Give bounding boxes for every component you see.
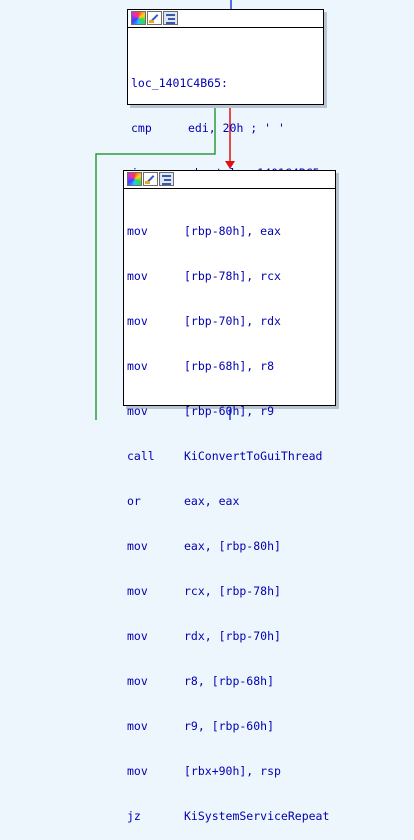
mnemonic: jz xyxy=(127,809,141,823)
operands: KiConvertToGuiThread xyxy=(184,449,323,463)
operands: [rbp-70h], rdx xyxy=(184,314,281,328)
operands: KiSystemServiceRepeat xyxy=(184,809,330,823)
instruction-line[interactable]: mov [rbx+90h], rsp xyxy=(127,764,335,779)
operands: rdx, [rbp-70h] xyxy=(184,629,281,643)
graph-overview-icon[interactable] xyxy=(163,11,178,25)
rename-icon[interactable] xyxy=(143,172,158,186)
operands: [rbp-60h], r9 xyxy=(184,404,275,418)
basic-block-service-call[interactable]: mov [rbp-80h], eax mov [rbp-78h], rcx mov [… xyxy=(123,170,336,823)
instruction-line[interactable]: mov rcx, [rbp-78h] xyxy=(127,584,335,599)
operands: [rbp-78h], rcx xyxy=(184,269,281,283)
operands: r8, [rbp-68h] xyxy=(184,674,275,688)
instruction-line[interactable]: mov r9, [rbp-60h] xyxy=(127,719,335,734)
mnemonic: mov xyxy=(127,539,148,553)
operands: [rbp-68h], r8 xyxy=(184,359,275,373)
mnemonic: mov xyxy=(127,674,148,688)
block-label[interactable]: loc_1401C4B65: xyxy=(131,76,228,90)
instruction-line[interactable]: cmp edi, 20h ; ' ' xyxy=(131,121,323,136)
operands: eax, [rbp-80h] xyxy=(184,539,281,553)
instruction-line[interactable]: call KiConvertToGuiThread xyxy=(127,449,335,464)
mnemonic: mov xyxy=(127,629,148,643)
operands: r9, [rbp-60h] xyxy=(184,719,275,733)
block-header xyxy=(124,171,335,189)
mnemonic: mov xyxy=(127,719,148,733)
mnemonic: call xyxy=(127,449,155,463)
operands: eax, eax xyxy=(184,494,240,508)
instruction-line[interactable]: mov [rbp-78h], rcx xyxy=(127,269,335,284)
mnemonic: mov xyxy=(127,269,148,283)
operands: rcx, [rbp-78h] xyxy=(184,584,281,598)
instruction-line[interactable]: mov eax, [rbp-80h] xyxy=(127,539,335,554)
mnemonic: cmp xyxy=(131,121,152,135)
mnemonic: mov xyxy=(127,764,148,778)
mnemonic: mov xyxy=(127,314,148,328)
instruction-line[interactable]: mov [rbp-60h], r9 xyxy=(127,404,335,419)
operands: [rbx+90h], rsp xyxy=(184,764,281,778)
instruction-line[interactable]: jz KiSystemServiceRepeat xyxy=(127,809,335,824)
mnemonic: mov xyxy=(127,584,148,598)
instruction-line[interactable]: mov rdx, [rbp-70h] xyxy=(127,629,335,644)
color-palette-icon[interactable] xyxy=(127,172,142,186)
instruction-line[interactable]: or eax, eax xyxy=(127,494,335,509)
block-header xyxy=(128,10,323,28)
mnemonic: mov xyxy=(127,404,148,418)
operands: [rbp-80h], eax xyxy=(184,224,281,238)
mnemonic: or xyxy=(127,494,141,508)
mnemonic: mov xyxy=(127,359,148,373)
color-palette-icon[interactable] xyxy=(131,11,146,25)
instruction-line[interactable]: mov r8, [rbp-68h] xyxy=(127,674,335,689)
instruction-line[interactable]: mov [rbp-70h], rdx xyxy=(127,314,335,329)
graph-overview-icon[interactable] xyxy=(159,172,174,186)
operands: edi, 20h ; ' ' xyxy=(188,121,285,135)
instruction-line[interactable]: mov [rbp-80h], eax xyxy=(127,224,335,239)
instruction-line[interactable]: mov [rbp-68h], r8 xyxy=(127,359,335,374)
rename-icon[interactable] xyxy=(147,11,162,25)
mnemonic: mov xyxy=(127,224,148,238)
